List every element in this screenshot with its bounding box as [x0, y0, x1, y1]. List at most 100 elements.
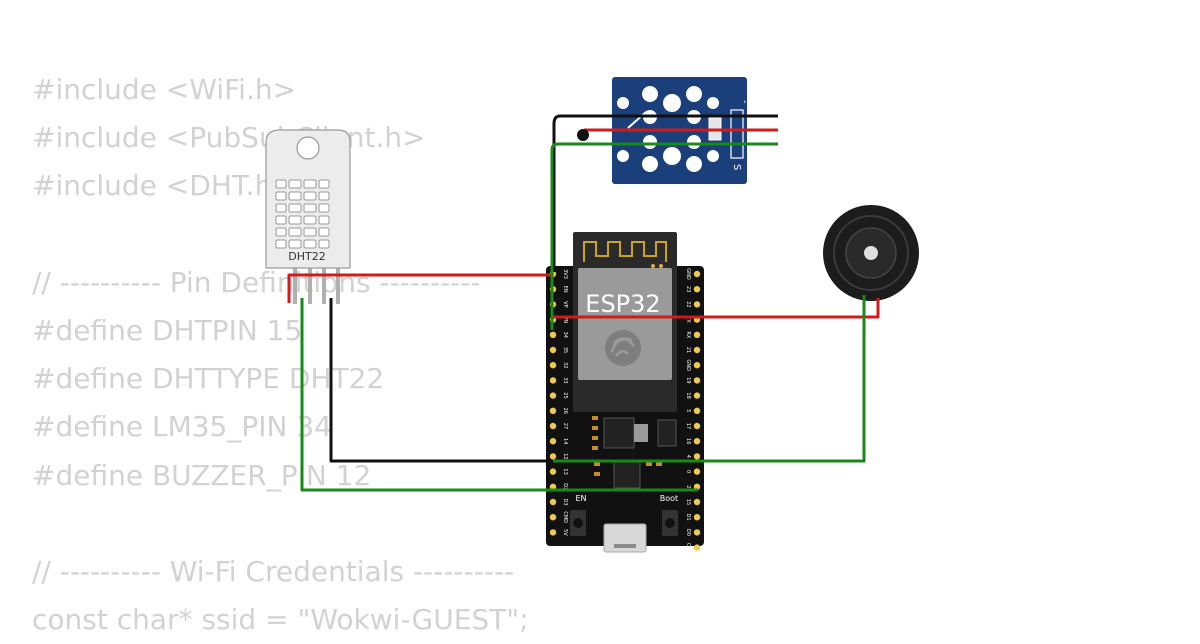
esp32-pin-label: RX [685, 331, 691, 338]
wire-module-signal[interactable] [550, 142, 778, 330]
esp32-pin-label: D1 [685, 514, 691, 521]
module-pin-signal-label: S [731, 164, 742, 170]
esp32-smd [592, 416, 598, 420]
esp32-pin-right[interactable] [693, 453, 701, 460]
wire-junction [577, 129, 589, 141]
esp32-pin-left[interactable] [549, 346, 557, 354]
esp32-smd [592, 426, 598, 430]
dht22-grille [275, 179, 330, 249]
esp32-pin-label: 33 [562, 377, 568, 383]
module-hole [707, 97, 719, 109]
esp32-pin-label: 23 [685, 286, 691, 292]
esp32-pin-right[interactable] [693, 544, 701, 551]
esp32-pin-right[interactable] [693, 483, 701, 490]
en-button-label: EN [575, 494, 586, 503]
esp32-pin-label: 18 [685, 392, 691, 398]
esp32-pin-left[interactable] [549, 377, 557, 384]
module-pin-minus-label: - [739, 100, 750, 104]
esp32-pin-right[interactable] [693, 514, 701, 521]
dht22-mount-hole [296, 136, 320, 160]
esp32-pin-left[interactable] [549, 438, 557, 445]
esp32-pin-left[interactable] [549, 392, 557, 399]
esp32-pin-right[interactable] [693, 468, 701, 475]
esp32-pin-label: D2 [562, 483, 568, 490]
esp32-pin-label: VP [562, 301, 568, 307]
module-hole [686, 156, 702, 172]
dht22-grille-slot [288, 203, 302, 213]
esp32-pin-right[interactable] [693, 422, 701, 430]
esp32-pin-right[interactable] [693, 286, 701, 293]
esp32-pin-label: 22 [685, 301, 691, 307]
esp32-pin-right[interactable] [693, 270, 701, 278]
esp32-board[interactable]: ESP32 EN Boot 3V3ENVPVN34353233252627141… [546, 232, 704, 553]
code-line: #define DHTTYPE DHT22 [32, 362, 385, 396]
code-line: #define BUZZER_PIN 12 [32, 458, 372, 492]
wires [287, 114, 880, 492]
esp32-smd [592, 446, 598, 450]
esp32-pin-label: 35 [562, 347, 568, 353]
dht22-sensor[interactable]: DHT22 [265, 129, 351, 304]
esp32-pin-right[interactable] [693, 331, 701, 338]
esp32-pin-left[interactable] [549, 407, 557, 414]
esp32-pin-left[interactable] [549, 514, 557, 521]
wire-buzzer-signal[interactable] [553, 295, 866, 463]
module-hole [642, 86, 658, 102]
wire-buzzer-vcc[interactable] [553, 298, 880, 319]
dht22-grille-slot [303, 215, 317, 225]
code-line: #define DHTPIN 15 [32, 313, 303, 347]
esp32-pin-label: 13 [562, 468, 568, 474]
dht22-grille-slot [318, 239, 330, 249]
dht22-grille-slot [318, 191, 330, 201]
module-hole [643, 135, 657, 149]
esp32-pin-right[interactable] [693, 529, 701, 536]
esp32-pin-right[interactable] [693, 438, 701, 445]
buzzer[interactable] [823, 205, 919, 301]
wire-dht-data[interactable] [300, 298, 698, 492]
dht22-grille-slot [288, 179, 302, 189]
esp32-pin-label: 3V3 [562, 269, 568, 279]
esp32-pin-right[interactable] [693, 498, 701, 506]
esp32-pin-label: 5V [562, 529, 568, 536]
esp32-pin-label: EN [562, 286, 568, 293]
code-line: // ---------- Pin Definitions ---------- [32, 265, 481, 299]
esp32-pin-left[interactable] [549, 529, 557, 536]
wire-dht-gnd[interactable] [329, 298, 553, 463]
wire-module-gnd[interactable] [552, 114, 778, 272]
esp32-smd [594, 472, 600, 476]
esp32-pin-right[interactable] [693, 392, 701, 399]
dht22-grille-slot [275, 215, 287, 225]
dht22-leg-data [308, 266, 312, 304]
esp32-pin-label: D0 [685, 529, 691, 536]
buzzer-ring [833, 215, 909, 291]
esp32-pin-left[interactable] [549, 453, 557, 460]
esp32-pin-right[interactable] [693, 346, 701, 354]
module-hole [617, 150, 629, 162]
esp32-pin-label: GND [685, 268, 691, 280]
esp32-pin-label: 14 [562, 438, 568, 444]
esp32-smd [646, 462, 652, 466]
dht22-grille-slot [318, 215, 330, 225]
esp32-pin-left[interactable] [549, 498, 557, 506]
esp32-pin-left[interactable] [549, 483, 557, 490]
module-header [730, 109, 744, 159]
esp32-led [651, 264, 655, 268]
esp32-pin-right[interactable] [693, 362, 701, 369]
code-line: #include <WiFi.h> [32, 73, 297, 106]
esp32-pin-left[interactable] [549, 468, 557, 475]
esp32-label: ESP32 [585, 290, 660, 318]
esp32-pin-right[interactable] [693, 407, 701, 414]
esp32-pin-left[interactable] [549, 331, 557, 338]
esp32-pin-label: 27 [562, 423, 568, 429]
dht22-label: DHT22 [288, 250, 325, 263]
esp32-pin-right[interactable] [693, 301, 701, 308]
boot-button-cap[interactable] [665, 518, 675, 528]
espressif-logo-swirl [610, 337, 635, 357]
esp32-pin-left[interactable] [549, 362, 557, 369]
wire-dht-vcc[interactable] [287, 273, 553, 303]
esp32-pin-label: 21 [685, 347, 691, 353]
esp32-pin-left[interactable] [549, 422, 557, 430]
en-button-cap[interactable] [573, 518, 583, 528]
code-line: // ---------- Wi-Fi Credentials --------… [32, 554, 515, 588]
esp32-pin-right[interactable] [693, 377, 701, 384]
